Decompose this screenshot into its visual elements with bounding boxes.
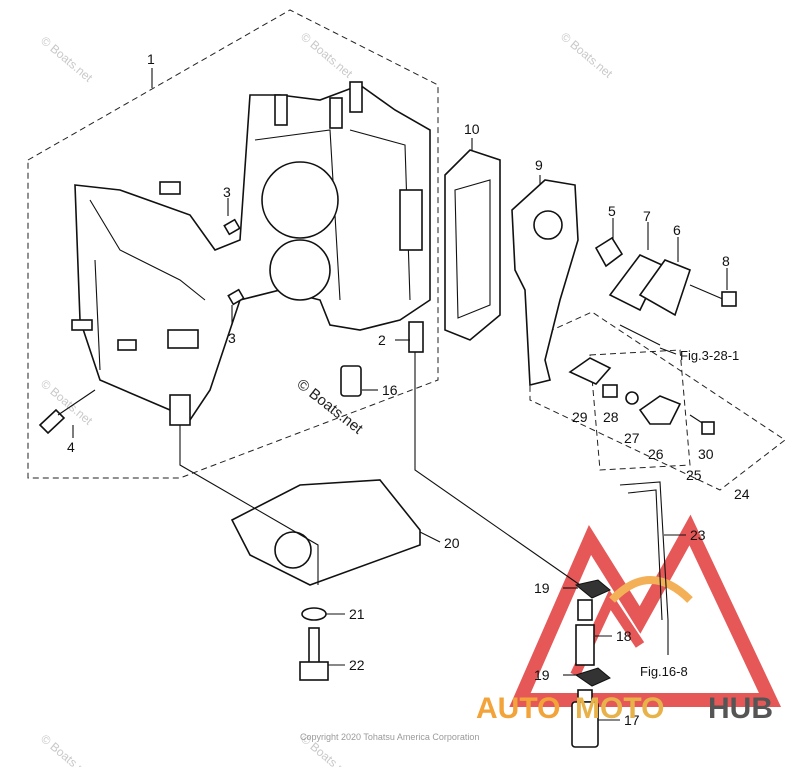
logo-moto-text: MOTO bbox=[575, 692, 664, 725]
callout-26: 26 bbox=[648, 446, 664, 462]
cover-9 bbox=[511, 179, 579, 387]
bracket-6 bbox=[638, 259, 691, 317]
callout-3-lower: 3 bbox=[228, 330, 236, 346]
callout-4: 4 bbox=[67, 439, 75, 455]
callout-23: 23 bbox=[690, 527, 706, 543]
callout-7: 7 bbox=[643, 208, 651, 224]
gasket-10-inner bbox=[454, 179, 491, 319]
dowel-pin-lower bbox=[227, 288, 245, 306]
tube-23-edge bbox=[627, 489, 663, 621]
washer-27 bbox=[625, 391, 639, 405]
hose-18 bbox=[575, 624, 595, 666]
callout-6: 6 bbox=[673, 222, 681, 238]
watermark-tile: © Boats.net bbox=[38, 34, 96, 86]
callout-28: 28 bbox=[603, 409, 619, 425]
callouts: 1 2 3 3 4 5 6 7 8 9 10 16 17 18 19 19 20… bbox=[67, 51, 750, 728]
callout-18: 18 bbox=[616, 628, 632, 644]
threaded-rod bbox=[619, 324, 661, 346]
callout-5: 5 bbox=[608, 203, 616, 219]
clip-19-lower bbox=[574, 667, 611, 687]
cover-9-port bbox=[533, 210, 563, 240]
gasket-29 bbox=[568, 357, 612, 385]
callout-19-lower: 19 bbox=[534, 667, 550, 683]
callout-3-upper: 3 bbox=[223, 184, 231, 200]
callout-25: 25 bbox=[686, 467, 702, 483]
logo-hub-text: HUB bbox=[708, 692, 773, 725]
bolt-4-shank bbox=[57, 389, 96, 416]
washer-21 bbox=[301, 607, 327, 621]
watermark-tile: © Boats.net bbox=[558, 30, 616, 82]
callout-27: 27 bbox=[624, 430, 640, 446]
small-parts bbox=[38, 149, 737, 748]
copyright-notice: Copyright 2020 Tohatsu America Corporati… bbox=[300, 732, 479, 742]
callout-2: 2 bbox=[378, 332, 386, 348]
cylinder-block bbox=[71, 81, 431, 426]
bolt-30-head bbox=[701, 421, 715, 435]
gasket-20 bbox=[230, 479, 421, 586]
bolt-22-head bbox=[299, 661, 329, 681]
watermark-tile: © Boats.net bbox=[38, 732, 96, 767]
group-outline-24 bbox=[529, 311, 786, 491]
callout-9: 9 bbox=[535, 157, 543, 173]
callout-8: 8 bbox=[722, 253, 730, 269]
tube-23 bbox=[619, 481, 669, 621]
fitting-5 bbox=[594, 236, 624, 268]
callout-29: 29 bbox=[572, 409, 588, 425]
gasket-20-hole bbox=[274, 531, 312, 569]
callout-1: 1 bbox=[147, 51, 155, 67]
bolt-8-shank bbox=[689, 284, 726, 301]
figure-ref-16-8: Fig.16-8 bbox=[640, 664, 688, 679]
group-outline-25 bbox=[589, 349, 691, 471]
filter-17 bbox=[571, 701, 599, 748]
figure-ref-3-28-1: Fig.3-28-1 bbox=[680, 348, 739, 363]
bolt-4-head bbox=[38, 408, 66, 435]
bolt-8-head bbox=[721, 291, 737, 307]
group-outlines bbox=[27, 9, 786, 491]
leader-lines bbox=[72, 68, 728, 721]
logo-wordmark: AUTO MOTO HUB bbox=[476, 692, 773, 725]
gasket-10 bbox=[444, 149, 501, 341]
callout-30: 30 bbox=[698, 446, 714, 462]
callout-16: 16 bbox=[382, 382, 398, 398]
callout-21: 21 bbox=[349, 606, 365, 622]
part-16 bbox=[340, 365, 362, 397]
logo-auto-text: AUTO bbox=[476, 692, 560, 725]
logo-swoosh bbox=[609, 576, 693, 603]
group-outline-1 bbox=[27, 9, 439, 479]
callout-24: 24 bbox=[734, 486, 750, 502]
dowel-pin-upper bbox=[223, 218, 241, 236]
fitting-28 bbox=[602, 384, 618, 398]
part-26 bbox=[638, 395, 682, 425]
callout-19-upper: 19 bbox=[534, 580, 550, 596]
callout-10: 10 bbox=[464, 121, 480, 137]
clip-19-upper bbox=[574, 579, 611, 599]
hose-18-upper bbox=[577, 599, 593, 621]
watermark-tile: © Boats.net bbox=[298, 30, 356, 82]
part-2-pin bbox=[408, 321, 424, 353]
callout-20: 20 bbox=[444, 535, 460, 551]
callout-22: 22 bbox=[349, 657, 365, 673]
callout-17: 17 bbox=[624, 712, 640, 728]
bolt-22-shank bbox=[308, 627, 320, 665]
